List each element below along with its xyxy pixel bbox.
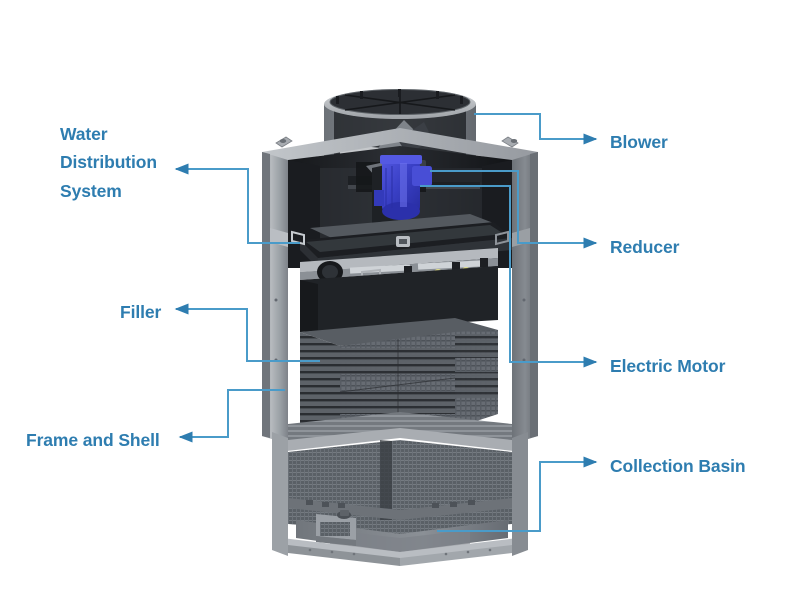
callout-label-reducer[interactable]: Reducer bbox=[610, 237, 680, 257]
callout-label-blower[interactable]: Blower bbox=[610, 132, 668, 152]
callout-label-collection-basin[interactable]: Collection Basin bbox=[610, 456, 746, 476]
callout-label-electric-motor[interactable]: Electric Motor bbox=[610, 356, 726, 376]
air-inlet-louvers bbox=[288, 412, 512, 440]
collection-basin bbox=[278, 424, 522, 566]
electric-motor-body bbox=[372, 155, 432, 236]
callout-label-frame-and-shell[interactable]: Frame and Shell bbox=[26, 430, 160, 450]
sump-box bbox=[316, 510, 356, 546]
callout-label-filler[interactable]: Filler bbox=[120, 302, 162, 322]
callout-label-water-distribution-system[interactable]: Water Distribution System bbox=[60, 124, 157, 201]
tower-top-deck bbox=[262, 128, 538, 166]
